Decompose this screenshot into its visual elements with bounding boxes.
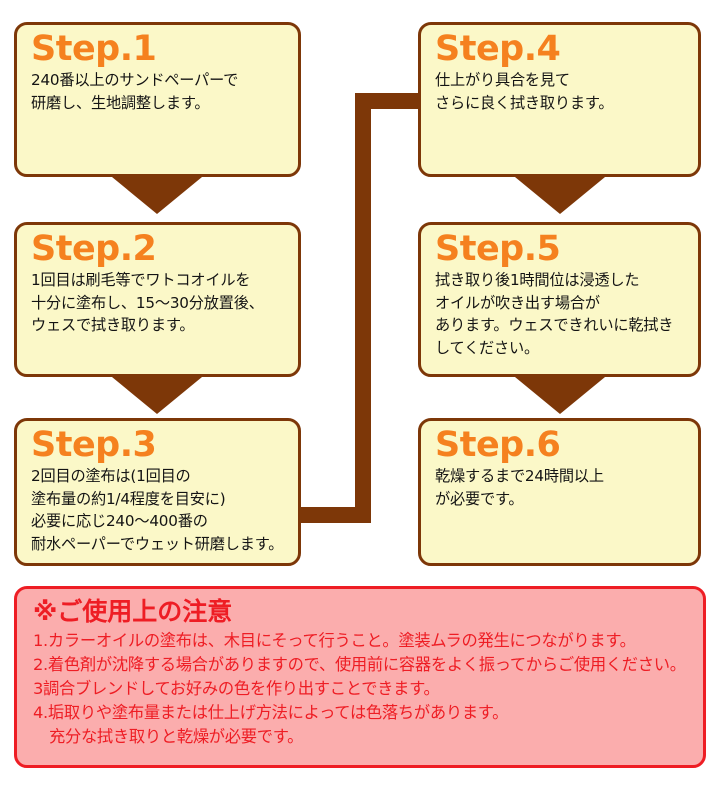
arrow-down-icon-step2-step3 xyxy=(112,377,202,414)
step-title-1: Step.1 xyxy=(31,29,157,69)
step-title-4: Step.4 xyxy=(435,29,561,69)
step-title-2: Step.2 xyxy=(31,229,157,269)
caution-line-1: 1.カラーオイルの塗布は、木目にそって行うこと。塗装ムラの発生につながります。 xyxy=(33,630,636,650)
step-title-3: Step.3 xyxy=(31,425,157,465)
caution-line-2: 2.着色剤が沈降する場合がありますので、使用前に容器をよく振ってからご使用くださ… xyxy=(33,654,686,674)
caution-line-4: 4.垢取りや塗布量または仕上げ方法によっては色落ちがあります。 xyxy=(33,702,509,722)
step-card-1: Step.1 240番以上のサンドペーパーで 研磨し、生地調整します。 xyxy=(14,22,301,177)
step-card-5: Step.5 拭き取り後1時間位は浸透した オイルが吹き出す場合が あります。ウ… xyxy=(418,222,701,377)
connector-step4-horizontal xyxy=(355,93,420,109)
arrow-down-icon-step1-step2 xyxy=(112,177,202,214)
step-body-2: 1回目は刷毛等でワトコオイルを 十分に塗布し、15〜30分放置後、 ウェスで拭き… xyxy=(31,270,264,335)
connector-step3-horizontal xyxy=(297,507,371,523)
arrow-down-icon-step4-step5 xyxy=(515,177,605,214)
step-card-4: Step.4 仕上がり具合を見て さらに良く拭き取ります。 xyxy=(418,22,701,177)
step-title-6: Step.6 xyxy=(435,425,561,465)
connector-step3-step4-vertical xyxy=(355,93,371,523)
step-title-5: Step.5 xyxy=(435,229,561,269)
step-card-6: Step.6 乾燥するまで24時間以上 が必要です。 xyxy=(418,418,701,566)
arrow-down-icon-step5-step6 xyxy=(515,377,605,414)
step-body-5: 拭き取り後1時間位は浸透した オイルが吹き出す場合が あります。ウェスできれいに… xyxy=(435,270,674,358)
step-body-3: 2回目の塗布は(1回目の 塗布量の約1/4程度を目安に) 必要に応じ240〜40… xyxy=(31,466,284,554)
caution-line-5: 充分な拭き取りと乾燥が必要です。 xyxy=(33,726,304,746)
step-body-6: 乾燥するまで24時間以上 が必要です。 xyxy=(435,466,604,508)
step-card-2: Step.2 1回目は刷毛等でワトコオイルを 十分に塗布し、15〜30分放置後、… xyxy=(14,222,301,377)
step-body-4: 仕上がり具合を見て さらに良く拭き取ります。 xyxy=(435,70,614,112)
caution-heading: ※ご使用上の注意 xyxy=(33,597,233,626)
step-body-1: 240番以上のサンドペーパーで 研磨し、生地調整します。 xyxy=(31,70,239,112)
step-card-3: Step.3 2回目の塗布は(1回目の 塗布量の約1/4程度を目安に) 必要に応… xyxy=(14,418,301,566)
caution-panel: ※ご使用上の注意 1.カラーオイルの塗布は、木目にそって行うこと。塗装ムラの発生… xyxy=(14,586,706,768)
caution-line-3: 3調合ブレンドしてお好みの色を作り出すことできます。 xyxy=(33,678,440,698)
